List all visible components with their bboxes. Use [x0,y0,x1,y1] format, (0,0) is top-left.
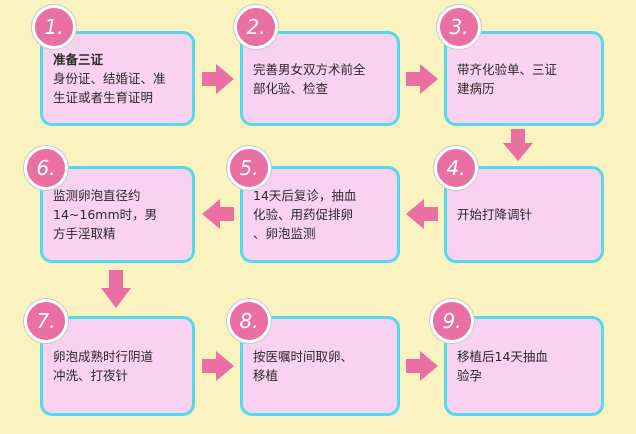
arrow-right-1-to-2 [202,64,234,94]
step-2-line-2: 部化验、检查 [253,80,329,96]
step-9-line-2: 验孕 [457,368,483,383]
step-7-line-1: 卵泡成熟时行阴道 [53,349,154,364]
arrow-right-2-to-3 [406,64,438,94]
step-5-box: 14天后复诊，抽血 化验、用药促排卵 、卵泡监测 [240,166,400,263]
step-5-line-2: 化验、用药促排卵 [253,207,354,222]
step-7-badge: 7. [24,299,68,343]
arrow-down-6-to-7 [101,270,131,308]
step-8-line-1: 按医嘱时间取卵、 [253,349,354,364]
step-3-line-1: 带齐化验单、三证 [457,61,558,77]
arrow-left-5-to-6 [202,199,234,229]
step-5-line-1: 14天后复诊，抽血 [253,188,357,203]
step-7-box: 卵泡成熟时行阴道 冲洗、打夜针 [40,316,195,416]
step-1-line-2: 身份证、结婚证、准 [53,71,166,86]
step-6-box: 监测卵泡直径约 14~16mm时，男 方手淫取精 [40,166,195,263]
step-9-line-1: 移植后14天抽血 [457,349,548,364]
step-5-badge: 5. [227,146,271,190]
step-2-box: 完善男女双方术前全 部化验、检查 [240,31,400,126]
step-3-line-2: 建病历 [457,80,495,96]
step-3-box: 带齐化验单、三证 建病历 [444,31,604,126]
step-8-badge: 8. [227,299,271,343]
step-6-line-3: 方手淫取精 [53,226,116,241]
arrow-down-3-to-4 [503,129,533,161]
step-4-line-1: 开始打降调针 [457,207,533,222]
step-3-badge: 3. [437,5,481,49]
step-1-box: 准备三证 身份证、结婚证、准 生证或者生育证明 [40,31,195,126]
step-6-line-1: 监测卵泡直径约 [53,188,141,203]
step-1-line-3: 生证或者生育证明 [53,90,154,105]
step-1-badge: 1. [32,5,76,49]
step-2-line-1: 完善男女双方术前全 [253,61,366,77]
arrow-left-4-to-5 [406,199,438,229]
step-2-badge: 2. [234,5,278,49]
step-1-heading: 准备三证 [53,52,104,67]
arrow-right-7-to-8 [202,351,234,381]
step-6-badge: 6. [24,146,68,190]
step-8-line-2: 移植 [253,368,279,383]
step-4-badge: 4. [434,146,478,190]
step-7-line-2: 冲洗、打夜针 [53,368,129,383]
step-9-badge: 9. [430,299,474,343]
step-6-line-2: 14~16mm时，男 [53,207,158,222]
arrow-right-8-to-9 [406,351,438,381]
step-5-line-3: 、卵泡监测 [253,226,316,241]
